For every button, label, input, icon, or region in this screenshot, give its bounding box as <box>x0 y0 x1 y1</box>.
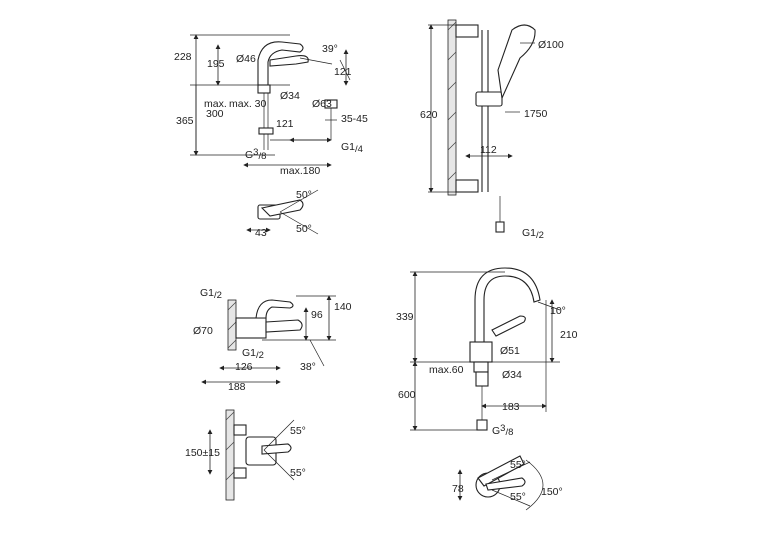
dim-46: Ø46 <box>236 53 256 65</box>
dim-100: Ø100 <box>538 39 564 51</box>
dim-max60: max.60 <box>429 364 464 376</box>
dim-140: 140 <box>334 301 352 313</box>
angle-55-top: 55° <box>290 425 306 437</box>
angle-50-bottom: 50° <box>296 223 312 235</box>
dim-max30: max. 30 <box>229 98 267 110</box>
dim-34: Ø34 <box>502 369 522 381</box>
bath-mixer-side-view: G1/2 140 96 Ø70 G1/2 126 38° 188 <box>193 287 352 393</box>
angle-150: 150° <box>541 486 563 498</box>
dim-max300: 300 <box>206 108 224 120</box>
dim-78: 78 <box>452 483 464 495</box>
angle-38: 38° <box>300 361 316 373</box>
dim-max180: max.180 <box>280 165 320 177</box>
angle-55-bottom: 55° <box>290 467 306 479</box>
dim-121-top: 121 <box>334 66 352 78</box>
dim-63: Ø63 <box>312 98 332 110</box>
dim-126: 126 <box>235 361 253 373</box>
thread-g1-2-bottom: G1/2 <box>242 347 264 361</box>
dim-43: 43 <box>255 227 267 239</box>
angle-50-top: 50° <box>296 189 312 201</box>
basin-mixer-side-view: 228 195 Ø46 39° 121 max. max. 30 Ø34 Ø63… <box>174 34 368 177</box>
dim-195: 195 <box>207 58 225 70</box>
dim-228: 228 <box>174 51 192 63</box>
bath-mixer-top-view: 150±15 55° 55° <box>185 409 306 501</box>
dim-35-45: 35-45 <box>341 113 368 125</box>
dim-96: 96 <box>311 309 323 321</box>
dim-600: 600 <box>398 389 416 401</box>
max-label: max. <box>204 98 227 110</box>
shower-rail-set: 620 Ø100 1750 112 G1/2 <box>420 19 564 241</box>
thread-g1-2: G1/2 <box>522 227 544 241</box>
dim-51: Ø51 <box>500 345 520 357</box>
thread-g1-1-4: G1/4 <box>341 141 363 155</box>
dim-150-15: 150±15 <box>185 447 220 459</box>
angle-10: 10° <box>550 305 566 317</box>
dim-1750: 1750 <box>524 108 548 120</box>
thread-g3-8: G3/8 <box>245 147 266 162</box>
dim-183: 183 <box>502 401 520 413</box>
basin-mixer-top-view: 50° 43 50° <box>246 189 319 239</box>
dim-210: 210 <box>560 329 578 341</box>
dim-34: Ø34 <box>280 90 300 102</box>
dim-620: 620 <box>420 109 438 121</box>
sink-mixer-side-view: 339 10° 210 Ø51 max.60 Ø34 600 183 G3/8 <box>396 267 578 438</box>
thread-g1-2-top: G1/2 <box>200 287 222 301</box>
dim-365: 365 <box>176 115 194 127</box>
dim-188: 188 <box>228 381 246 393</box>
dim-70: Ø70 <box>193 325 213 337</box>
dim-112: 112 <box>480 144 497 156</box>
dim-339: 339 <box>396 311 414 323</box>
sink-mixer-top-view: 78 55° 55° 150° <box>452 455 563 511</box>
thread-g3-8-sink: G3/8 <box>492 423 513 438</box>
angle-39: 39° <box>322 43 338 55</box>
dim-121-bottom: 121 <box>276 118 294 130</box>
angle-55-top: 55° <box>510 459 526 471</box>
angle-55-bottom: 55° <box>510 491 526 503</box>
